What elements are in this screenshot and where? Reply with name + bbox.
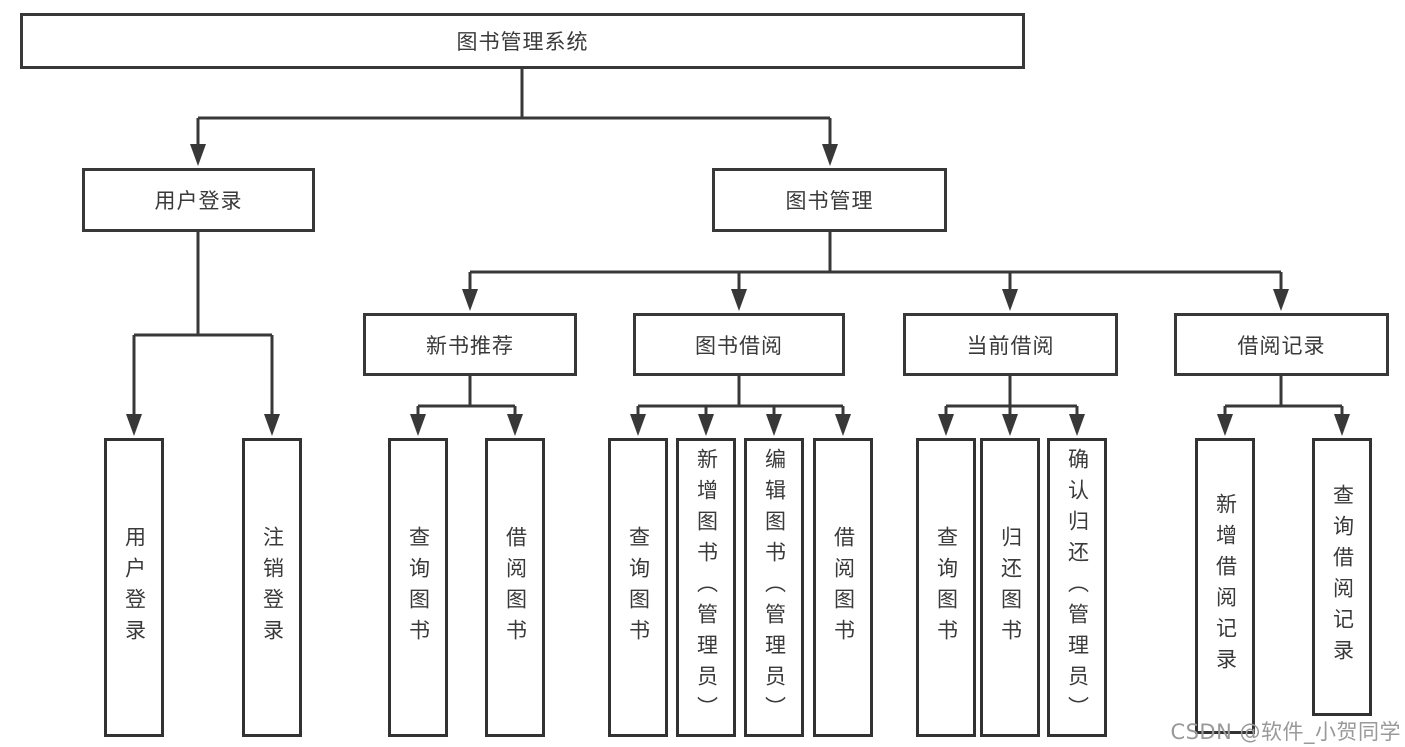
node-user-login-label: 用户登录	[154, 189, 243, 213]
node-new-book-recommendation: 新书推荐	[363, 313, 577, 376]
leaf-br-add-record: 新增借阅记录	[1195, 438, 1255, 734]
node-book-borrowing: 图书借阅	[633, 313, 845, 376]
leaf-bb-edit-books-admin-label: 编辑图书（管理员）	[762, 448, 787, 727]
node-book-management-label: 图书管理	[785, 189, 874, 213]
leaf-bb-add-books-admin: 新增图书（管理员）	[676, 438, 736, 737]
node-borrowing-records-label: 借阅记录	[1237, 333, 1326, 358]
leaf-br-query-record: 查询借阅记录	[1312, 438, 1372, 716]
connector-current-borrow	[944, 376, 1079, 416]
node-current-borrowing-label: 当前借阅	[966, 333, 1055, 358]
leaf-user-login-label: 用户登录	[122, 525, 147, 650]
leaf-bb-borrow-books-label: 借阅图书	[831, 525, 856, 650]
connector-user-login	[132, 232, 274, 416]
node-book-management: 图书管理	[712, 168, 947, 232]
leaf-logout-label: 注销登录	[260, 525, 285, 650]
leaf-nb-query-books: 查询图书	[388, 438, 448, 737]
leaf-cb-query-books: 查询图书	[916, 438, 976, 737]
node-library-system: 图书管理系统	[20, 13, 1025, 69]
leaf-user-login: 用户登录	[104, 438, 164, 737]
leaf-cb-return-books: 归还图书	[980, 438, 1040, 737]
leaf-bb-borrow-books: 借阅图书	[813, 438, 873, 737]
node-book-borrowing-label: 图书借阅	[695, 333, 783, 358]
leaf-cb-query-books-label: 查询图书	[934, 525, 959, 650]
leaf-br-query-record-label: 查询借阅记录	[1330, 484, 1355, 670]
node-library-system-label: 图书管理系统	[456, 30, 589, 54]
leaf-bb-edit-books-admin: 编辑图书（管理员）	[744, 438, 804, 737]
connector-root	[196, 69, 832, 146]
leaf-cb-return-books-label: 归还图书	[998, 525, 1023, 650]
node-new-book-recommendation-label: 新书推荐	[426, 333, 514, 358]
leaf-br-add-record-label: 新增借阅记录	[1213, 493, 1238, 679]
leaf-bb-add-books-admin-label: 新增图书（管理员）	[694, 448, 719, 727]
leaf-nb-borrow-books: 借阅图书	[485, 438, 545, 737]
leaf-cb-confirm-return-admin: 确认归还（管理员）	[1047, 438, 1107, 737]
leaf-nb-borrow-books-label: 借阅图书	[503, 525, 528, 650]
leaf-cb-confirm-return-admin-label: 确认归还（管理员）	[1065, 448, 1090, 727]
leaf-logout: 注销登录	[242, 438, 302, 737]
leaf-nb-query-books-label: 查询图书	[406, 525, 431, 650]
connector-new-book	[416, 376, 517, 416]
arrowheads	[126, 144, 1350, 436]
connector-book-borrow	[636, 376, 845, 416]
node-borrowing-records: 借阅记录	[1174, 313, 1389, 376]
leaf-bb-query-books: 查询图书	[608, 438, 668, 737]
node-user-login: 用户登录	[82, 168, 315, 232]
connector-borrow-record	[1223, 376, 1344, 416]
csdn-watermark: CSDN @软件_小贺同学	[1170, 720, 1401, 744]
node-current-borrowing: 当前借阅	[903, 313, 1118, 376]
connector-book-management	[468, 232, 1283, 291]
leaf-bb-query-books-label: 查询图书	[626, 525, 651, 650]
